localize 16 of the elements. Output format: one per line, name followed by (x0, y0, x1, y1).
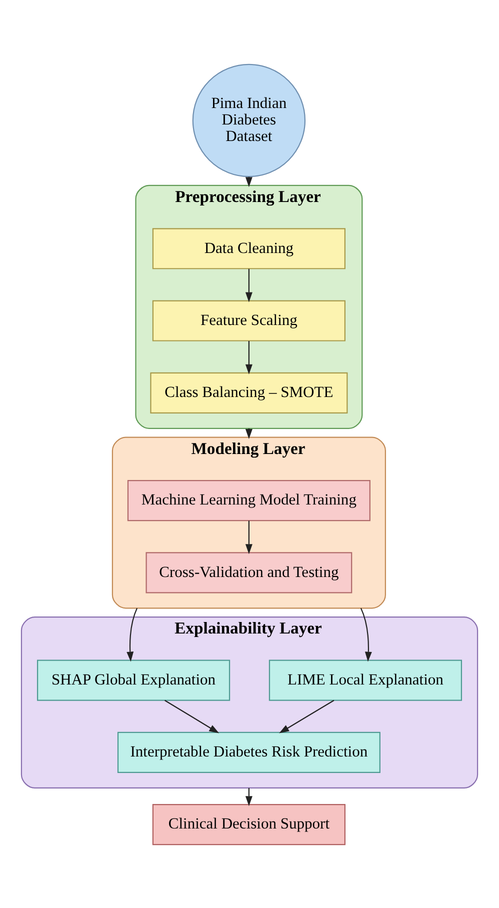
arrow (245, 520, 252, 554)
arrow (279, 699, 334, 733)
arrow (360, 607, 372, 662)
arrow (245, 268, 252, 302)
node-box: Data Cleaning (152, 228, 346, 269)
node-box: Clinical Decision Support (152, 804, 346, 845)
node-box: LIME Local Explanation (268, 659, 462, 700)
node-box: Interpretable Diabetes Risk Prediction (117, 731, 380, 772)
arrow (126, 607, 138, 662)
node-box: Cross-Validation and Testing (146, 552, 352, 593)
node-box: Feature Scaling (152, 300, 346, 341)
arrow (245, 340, 252, 374)
node-box: Class Balancing – SMOTE (150, 372, 348, 413)
arrow (164, 699, 220, 733)
node-box: SHAP Global Explanation (37, 659, 230, 700)
node-box: Machine Learning Model Training (127, 480, 370, 521)
